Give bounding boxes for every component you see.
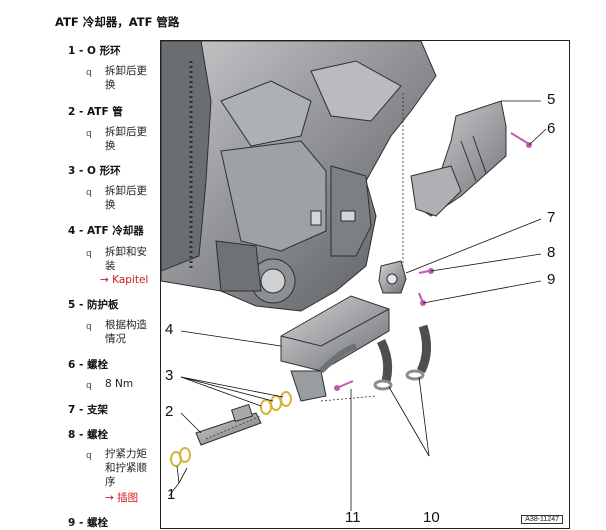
bullet-icon: q bbox=[86, 249, 92, 259]
callout-6: 6 bbox=[547, 120, 556, 137]
legend-item-8: 8 - 螺栓 bbox=[68, 427, 108, 442]
item-name: 螺栓 bbox=[86, 429, 108, 441]
item-description: 8 Nm bbox=[105, 378, 134, 390]
legend-item-7: 7 - 支架 bbox=[68, 402, 108, 417]
legend-item-9: 9 - 螺栓 bbox=[68, 515, 108, 530]
legend-item-2: 2 - ATF 管 bbox=[68, 104, 123, 119]
legend-item-1: 1 - O 形环 bbox=[68, 43, 121, 58]
legend-item-4: 4 - ATF 冷却器 bbox=[68, 223, 144, 238]
atf-cooler bbox=[280, 295, 390, 402]
bullet-icon: q bbox=[86, 322, 92, 332]
callout-11: 11 bbox=[345, 509, 361, 526]
item-description: 拆卸和安装 bbox=[105, 246, 147, 272]
exploded-view-figure: 1 2 3 4 5 6 7 8 9 10 11 A38-11247 bbox=[160, 40, 570, 529]
callout-4: 4 bbox=[165, 321, 174, 338]
atf-pipe bbox=[195, 403, 262, 446]
legend-item-3: 3 - O 形环 bbox=[68, 163, 121, 178]
bracket bbox=[378, 260, 407, 294]
item-description: 拆卸后更换 bbox=[105, 126, 147, 152]
item-name: O 形环 bbox=[86, 45, 121, 57]
legend-item-5: 5 - 防护板 bbox=[68, 297, 118, 312]
item-number: 9 - bbox=[68, 517, 84, 529]
bullet-icon: q bbox=[86, 68, 92, 78]
bolt-11 bbox=[334, 380, 354, 391]
item-name: 支架 bbox=[86, 404, 108, 416]
illustration-link[interactable]: → 插图 bbox=[105, 492, 139, 504]
callout-10: 10 bbox=[423, 509, 440, 526]
callout-7: 7 bbox=[547, 209, 556, 226]
bullet-icon: q bbox=[86, 451, 92, 461]
o-rings-3 bbox=[260, 391, 292, 415]
item-name: ATF 管 bbox=[86, 106, 123, 118]
heat-shield bbox=[410, 100, 507, 217]
item-description: 拆卸后更换 bbox=[105, 65, 147, 91]
item-number: 1 - bbox=[68, 45, 84, 57]
leader-lines bbox=[168, 100, 547, 511]
o-rings-1 bbox=[170, 447, 191, 467]
callout-1: 1 bbox=[167, 486, 176, 503]
item-name: ATF 冷却器 bbox=[86, 225, 144, 237]
callout-9: 9 bbox=[547, 271, 556, 288]
item-number: 5 - bbox=[68, 299, 84, 311]
callout-5: 5 bbox=[547, 91, 556, 108]
item-number: 2 - bbox=[68, 106, 84, 118]
item-name: 螺栓 bbox=[86, 517, 108, 529]
bolt-9 bbox=[418, 292, 426, 306]
item-description: 拧紧力矩和拧紧顺序 bbox=[105, 448, 147, 488]
callout-2: 2 bbox=[165, 403, 174, 420]
item-name: 防护板 bbox=[86, 299, 119, 311]
item-number: 6 - bbox=[68, 359, 84, 371]
bullet-icon: q bbox=[86, 129, 92, 139]
transmission-housing bbox=[161, 41, 437, 312]
item-name: 螺栓 bbox=[86, 359, 108, 371]
item-name: O 形环 bbox=[86, 165, 121, 177]
item-number: 7 - bbox=[68, 404, 84, 416]
item-number: 4 - bbox=[68, 225, 84, 237]
item-number: 8 - bbox=[68, 429, 84, 441]
figure-id: A38-11247 bbox=[521, 515, 563, 524]
item-description: 根据构造情况 bbox=[105, 319, 147, 345]
alignment-lines bbox=[205, 93, 404, 440]
figure-drawing bbox=[161, 41, 547, 511]
coolant-hoses bbox=[373, 324, 431, 391]
item-number: 3 - bbox=[68, 165, 84, 177]
legend-item-6: 6 - 螺栓 bbox=[68, 357, 108, 372]
bullet-icon: q bbox=[86, 381, 92, 391]
callout-3: 3 bbox=[165, 367, 174, 384]
parts-legend: 1 - O 形环 q 拆卸后更换 2 - ATF 管 q 拆卸后更换 3 - O… bbox=[0, 0, 160, 529]
item-description: 拆卸后更换 bbox=[105, 185, 147, 211]
kapitel-link[interactable]: → Kapitel bbox=[100, 274, 149, 286]
page-title: ATF 冷却器，ATF 管路 bbox=[55, 15, 180, 29]
callout-8: 8 bbox=[547, 244, 556, 261]
bullet-icon: q bbox=[86, 188, 92, 198]
bolt-6 bbox=[510, 132, 532, 148]
